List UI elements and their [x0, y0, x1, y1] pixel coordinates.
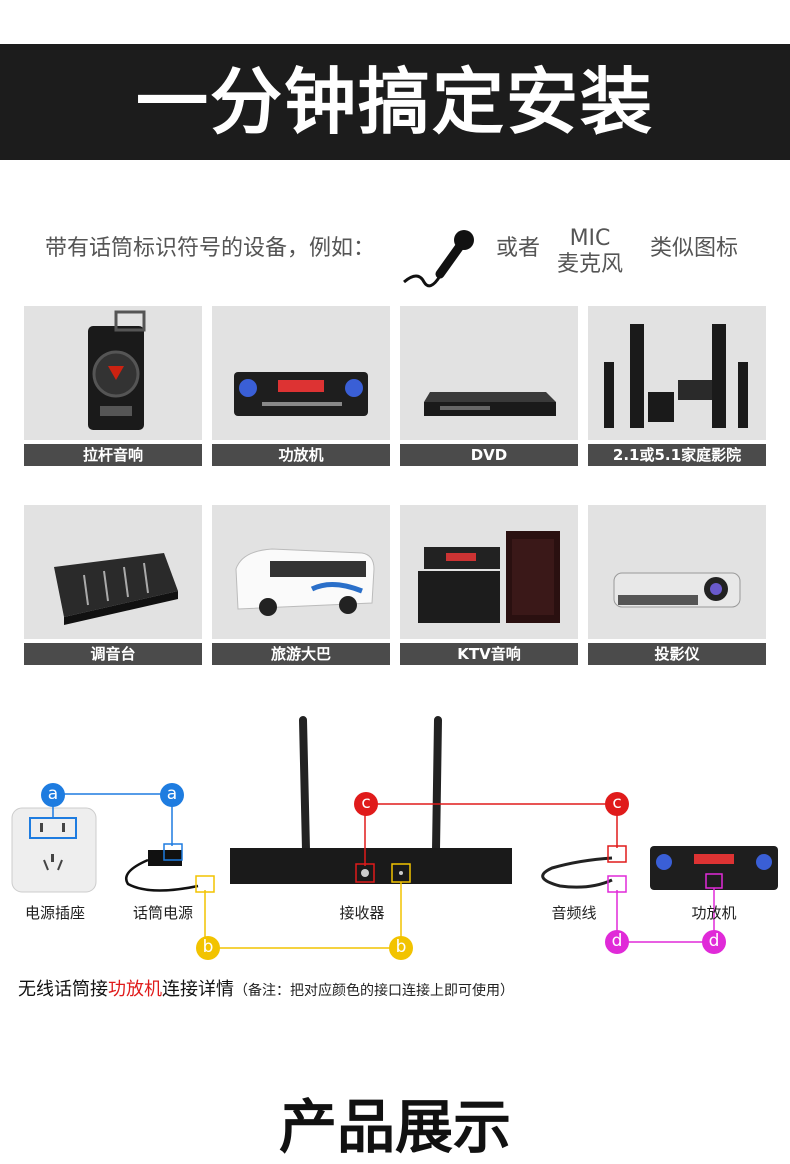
- device-card: [588, 306, 766, 440]
- amplifier-icon: [234, 372, 368, 416]
- device-card: [24, 306, 202, 440]
- bus-icon: [235, 548, 375, 616]
- trolley-speaker-icon: [88, 310, 146, 430]
- note-remark: （备注：把对应颜色的接口连接上即可使用）: [234, 983, 514, 999]
- mic-label-en: MIC: [569, 226, 611, 251]
- adapter-label: 话筒电源: [132, 904, 193, 922]
- note-part1: 无线话筒接: [18, 979, 108, 1000]
- mixer-icon: [54, 553, 178, 625]
- intro-text: 带有话筒标识符号的设备，例如：: [45, 236, 376, 261]
- amp-label: 功放机: [691, 904, 737, 922]
- projector-icon: [613, 572, 741, 608]
- marker-a-adapter: a: [160, 783, 184, 807]
- dvd-player-icon: [424, 392, 556, 416]
- audio-cable-icon: [541, 845, 627, 893]
- device-label: 功放机: [212, 444, 390, 466]
- marker-a-outlet: a: [41, 783, 65, 807]
- device-label: 投影仪: [588, 643, 766, 665]
- marker-c-cable: c: [605, 792, 629, 816]
- microphone-icon: [403, 230, 474, 288]
- receiver-icon: [230, 716, 512, 884]
- power-adapter-icon: [125, 843, 215, 893]
- receiver-label: 接收器: [339, 904, 385, 922]
- mic-label: MIC 麦克风: [550, 226, 630, 278]
- device-label: KTV音响: [400, 643, 578, 665]
- device-label: 调音台: [24, 643, 202, 665]
- device-label: DVD: [400, 444, 578, 466]
- note-part2: 连接详情: [162, 979, 234, 1000]
- intro-suffix: 类似图标: [650, 236, 739, 261]
- note-highlight: 功放机: [108, 979, 162, 1000]
- device-label: 拉杆音响: [24, 444, 202, 466]
- connection-diagram: [11, 716, 778, 949]
- device-card: [212, 306, 390, 440]
- home-theater-icon: [604, 324, 748, 428]
- device-label: 2.1或5.1家庭影院: [588, 444, 766, 466]
- outlet-label: 电源插座: [24, 904, 85, 922]
- marker-c-receiver: c: [354, 792, 378, 816]
- device-card: [24, 505, 202, 639]
- title-banner: [0, 44, 790, 160]
- marker-b-receiver: b: [389, 936, 413, 960]
- amplifier-device-icon: [650, 846, 778, 890]
- wall-outlet-icon: [11, 807, 97, 893]
- device-card: [400, 306, 578, 440]
- intro-or: 或者: [496, 236, 541, 261]
- device-card: [212, 505, 390, 639]
- connection-note: 无线话筒接功放机连接详情（备注：把对应颜色的接口连接上即可使用）: [18, 975, 514, 1001]
- mic-label-cn: 麦克风: [556, 252, 623, 277]
- device-label: 旅游大巴: [212, 643, 390, 665]
- device-card: [400, 505, 578, 639]
- product-display-title: 产品展示: [278, 1093, 511, 1161]
- device-card: [588, 505, 766, 639]
- banner-title: 一分钟搞定安装: [135, 60, 654, 144]
- ktv-speaker-icon: [418, 531, 560, 623]
- cable-label: 音频线: [551, 904, 597, 922]
- marker-d-amp: d: [702, 930, 726, 954]
- marker-d-cable: d: [605, 930, 629, 954]
- marker-b-adapter: b: [196, 936, 220, 960]
